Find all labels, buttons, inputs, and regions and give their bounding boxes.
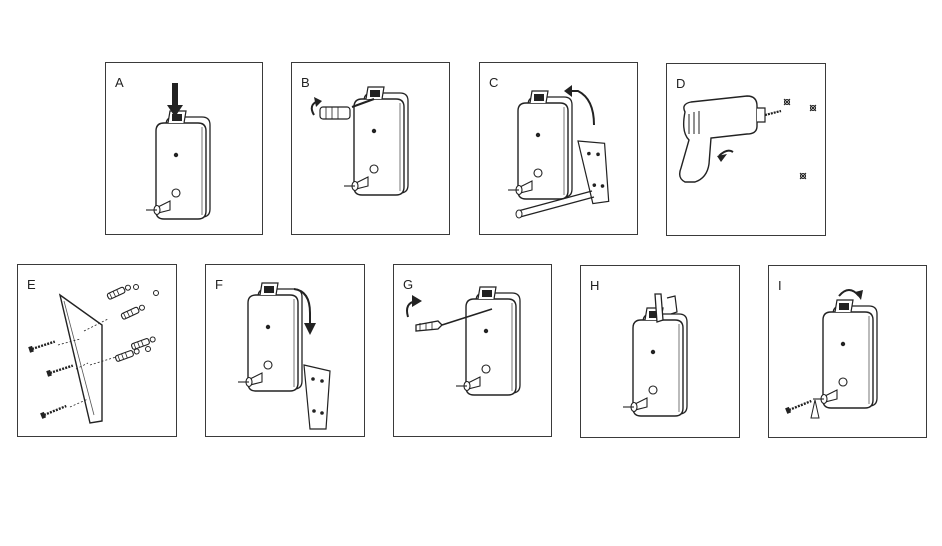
step-c-label: C [489, 75, 499, 90]
refill-bottle-drawing [622, 266, 688, 417]
step-b-panel: B [291, 62, 450, 235]
step-a-label: A [115, 75, 124, 90]
step-e-panel: E [17, 264, 177, 437]
step-g-panel: G [393, 264, 552, 437]
step-f-panel: F [205, 264, 365, 437]
step-c-panel: C [479, 62, 638, 235]
step-a-panel: A [105, 62, 263, 235]
unlock-with-key-drawing [292, 86, 409, 196]
step-b-label: B [301, 75, 310, 90]
step-h-panel: H [580, 265, 740, 438]
dispenser-push-down-drawing [145, 63, 211, 220]
drill-wall-drawing [667, 64, 827, 237]
step-e-label: E [27, 277, 36, 292]
step-d-panel: D [666, 63, 826, 236]
mount-plate-screws-drawing [27, 283, 178, 438]
step-i-label: I [778, 278, 782, 293]
step-d-label: D [676, 76, 686, 91]
remove-back-plate-drawing [507, 85, 614, 236]
hang-dispenser-drawing [237, 282, 331, 430]
tighten-screw-drawing [394, 286, 521, 396]
step-i-panel: I [768, 265, 927, 438]
step-g-label: G [403, 277, 414, 292]
step-h-label: H [590, 278, 600, 293]
step-f-label: F [215, 277, 223, 292]
close-lid-drawing [783, 266, 878, 439]
